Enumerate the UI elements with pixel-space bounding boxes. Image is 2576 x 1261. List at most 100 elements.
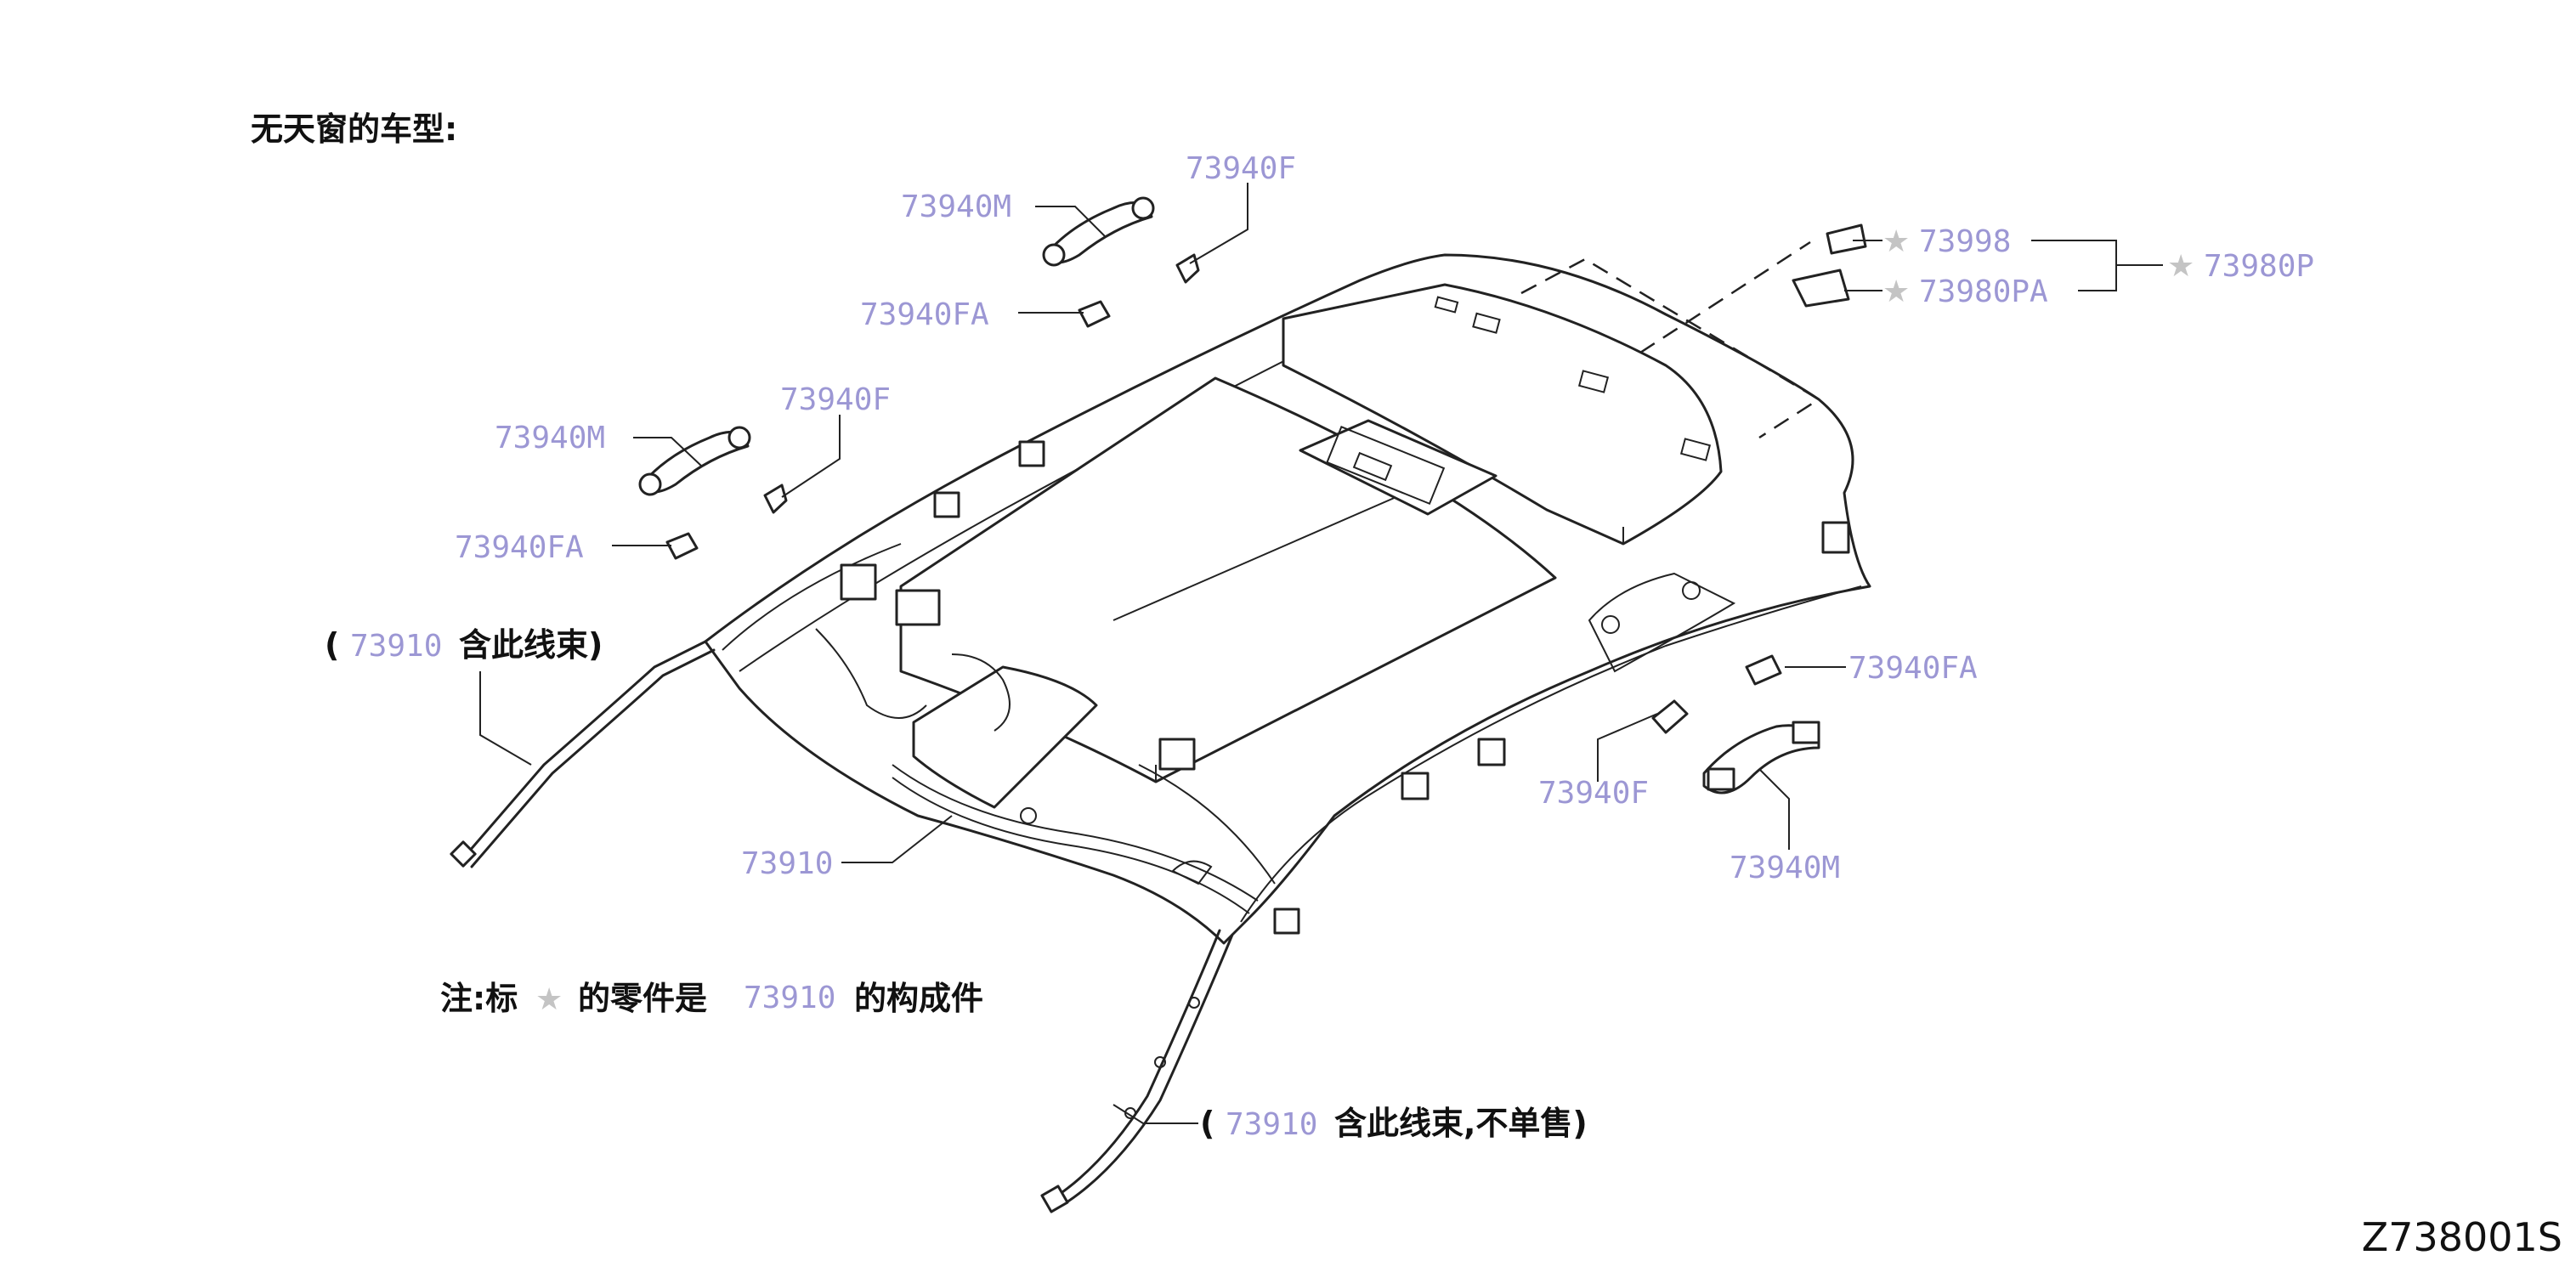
clip-boss-3 [1158,738,1196,771]
rear-panel-slot-2 [1472,312,1501,334]
clip-73998-part [1826,223,1867,255]
leader-harness-left [479,671,532,766]
callout-right-f: 73940F [1538,776,1649,811]
callout-clip-73980pa: 73980PA [1919,274,2048,309]
callout-grip-upper-m: 73940M [901,189,1011,224]
leader-lines [479,183,2163,1124]
harness-left-connector [450,840,477,868]
harness-left-wire [461,640,707,860]
clip-hole-2 [1682,581,1701,600]
leader-grip-upper-m [1035,206,1106,237]
diagram-heading: 无天窗的车型: [251,110,457,148]
star-icon-73998: ★ [1882,224,1910,258]
note-legend-prefix: 注:标 [440,980,518,1017]
clip-73980pa-part [1792,269,1850,308]
grip-upper-end-2 [1131,196,1155,220]
clip-hole-3 [1020,807,1037,824]
note-harness-bottom: ( 73910 含此线束,不单售) [1200,1105,1588,1142]
clip-hole-1 [1601,615,1620,634]
grip-right-cover-f [1651,699,1689,734]
harness-wire-center [951,653,1011,732]
clip-boss-4 [1821,521,1850,554]
callout-headlining: 73910 [741,846,833,881]
front-insulator-pad [912,665,1098,809]
note-legend: 注:标 ★ 的零件是 73910 的构成件 [440,980,983,1017]
rear-glass-outline-dashed [1520,257,1821,439]
assist-grip-middle [638,426,751,496]
leader-right-f [1597,713,1658,782]
rear-glass-leader-dashed [1639,240,1811,354]
assist-grip-upper [1042,196,1155,267]
note-harness-left-part: 73910 [350,629,442,664]
grip-right-cover-fa [1745,654,1782,686]
harness-wire-left [722,543,927,719]
rear-panel-slot-4 [1679,438,1712,461]
callout-clip-73998: 73998 [1919,224,2011,259]
callout-grip-mid-fa: 73940FA [455,530,584,565]
harness-wire-bottom [892,764,1259,914]
callout-grip-upper-f: 73940F [1186,151,1296,186]
callout-assy-73980p: 73980P [2204,249,2314,284]
headlining-panel [704,253,1871,945]
rear-panel-slot-1 [1434,296,1459,314]
clip-boss-5 [1477,738,1506,766]
rear-pad-edges [1282,319,1624,544]
star-icon-legend: ★ [535,982,563,1016]
clip-boss-8 [1018,440,1045,467]
clip-boss-2 [895,589,941,626]
grip-middle-cover-fa [665,532,699,560]
rear-panel-slot-3 [1577,370,1610,393]
headliner-inner-edge-right [1240,585,1862,923]
leader-right-m [1758,768,1790,850]
grip-right-end-2 [1792,721,1820,744]
grip-middle-end-2 [728,426,751,450]
harness-clip-1 [1188,997,1200,1009]
roof-harness-bottom [1040,929,1234,1213]
leader-harness-bottom [1112,1104,1198,1124]
roof-console-grid [1326,426,1446,506]
star-icon-73980p: ★ [2167,249,2194,283]
harness-clip-3 [1124,1107,1136,1119]
harness-left-wire-2 [470,648,716,868]
grip-upper-cover-fa [1078,300,1111,328]
star-icon-73980pa: ★ [1882,274,1910,308]
grip-upper-cover-f [1175,253,1200,284]
side-trim-recess [1588,572,1736,673]
leader-grip-mid-m [633,437,702,467]
note-harness-bottom-text: 含此线束,不单售) [1334,1105,1588,1142]
roof-harness-left [450,640,716,868]
harness-bottom-connector [1040,1185,1069,1213]
note-harness-left: ( 73910 含此线束) [325,626,603,664]
drawing-code: Z738001S [2362,1214,2562,1260]
rear-insulator-pad [1282,283,1723,546]
clip-boss-1 [840,563,877,601]
clip-boss-9 [933,491,960,518]
callout-right-m: 73940M [1730,851,1840,885]
roof-console-bracket [1299,419,1497,516]
leader-grip-upper-f [1189,183,1248,264]
grip-middle-cover-f [763,483,788,514]
grip-right-end-1 [1707,767,1735,791]
note-harness-bottom-part: 73910 [1226,1107,1317,1142]
note-legend-middle: 的零件是 [578,980,707,1017]
assist-grip-right [1702,721,1820,794]
note-legend-suffix: 的构成件 [854,980,983,1017]
grip-middle-end-1 [638,472,662,496]
clip-boss-7 [1273,908,1300,935]
callout-grip-mid-f: 73940F [780,382,891,417]
harness-bottom-wire-2 [1065,933,1234,1204]
grip-upper-end-1 [1042,243,1066,267]
callout-right-fa: 73940FA [1848,651,1978,686]
note-harness-bottom-open: ( [1200,1105,1214,1142]
harness-wire-right [1138,764,1276,885]
leader-headlining [841,815,953,863]
visor-recess [1171,860,1213,885]
callout-grip-upper-fa: 73940FA [860,297,989,332]
callout-grip-mid-m: 73940M [495,421,605,455]
harness-bottom-wire [1052,929,1221,1200]
clip-boss-6 [1401,772,1430,800]
roof-console-cell [1352,451,1393,482]
center-pad-seam [1112,475,1446,621]
note-harness-left-text: 含此线束) [459,626,603,664]
